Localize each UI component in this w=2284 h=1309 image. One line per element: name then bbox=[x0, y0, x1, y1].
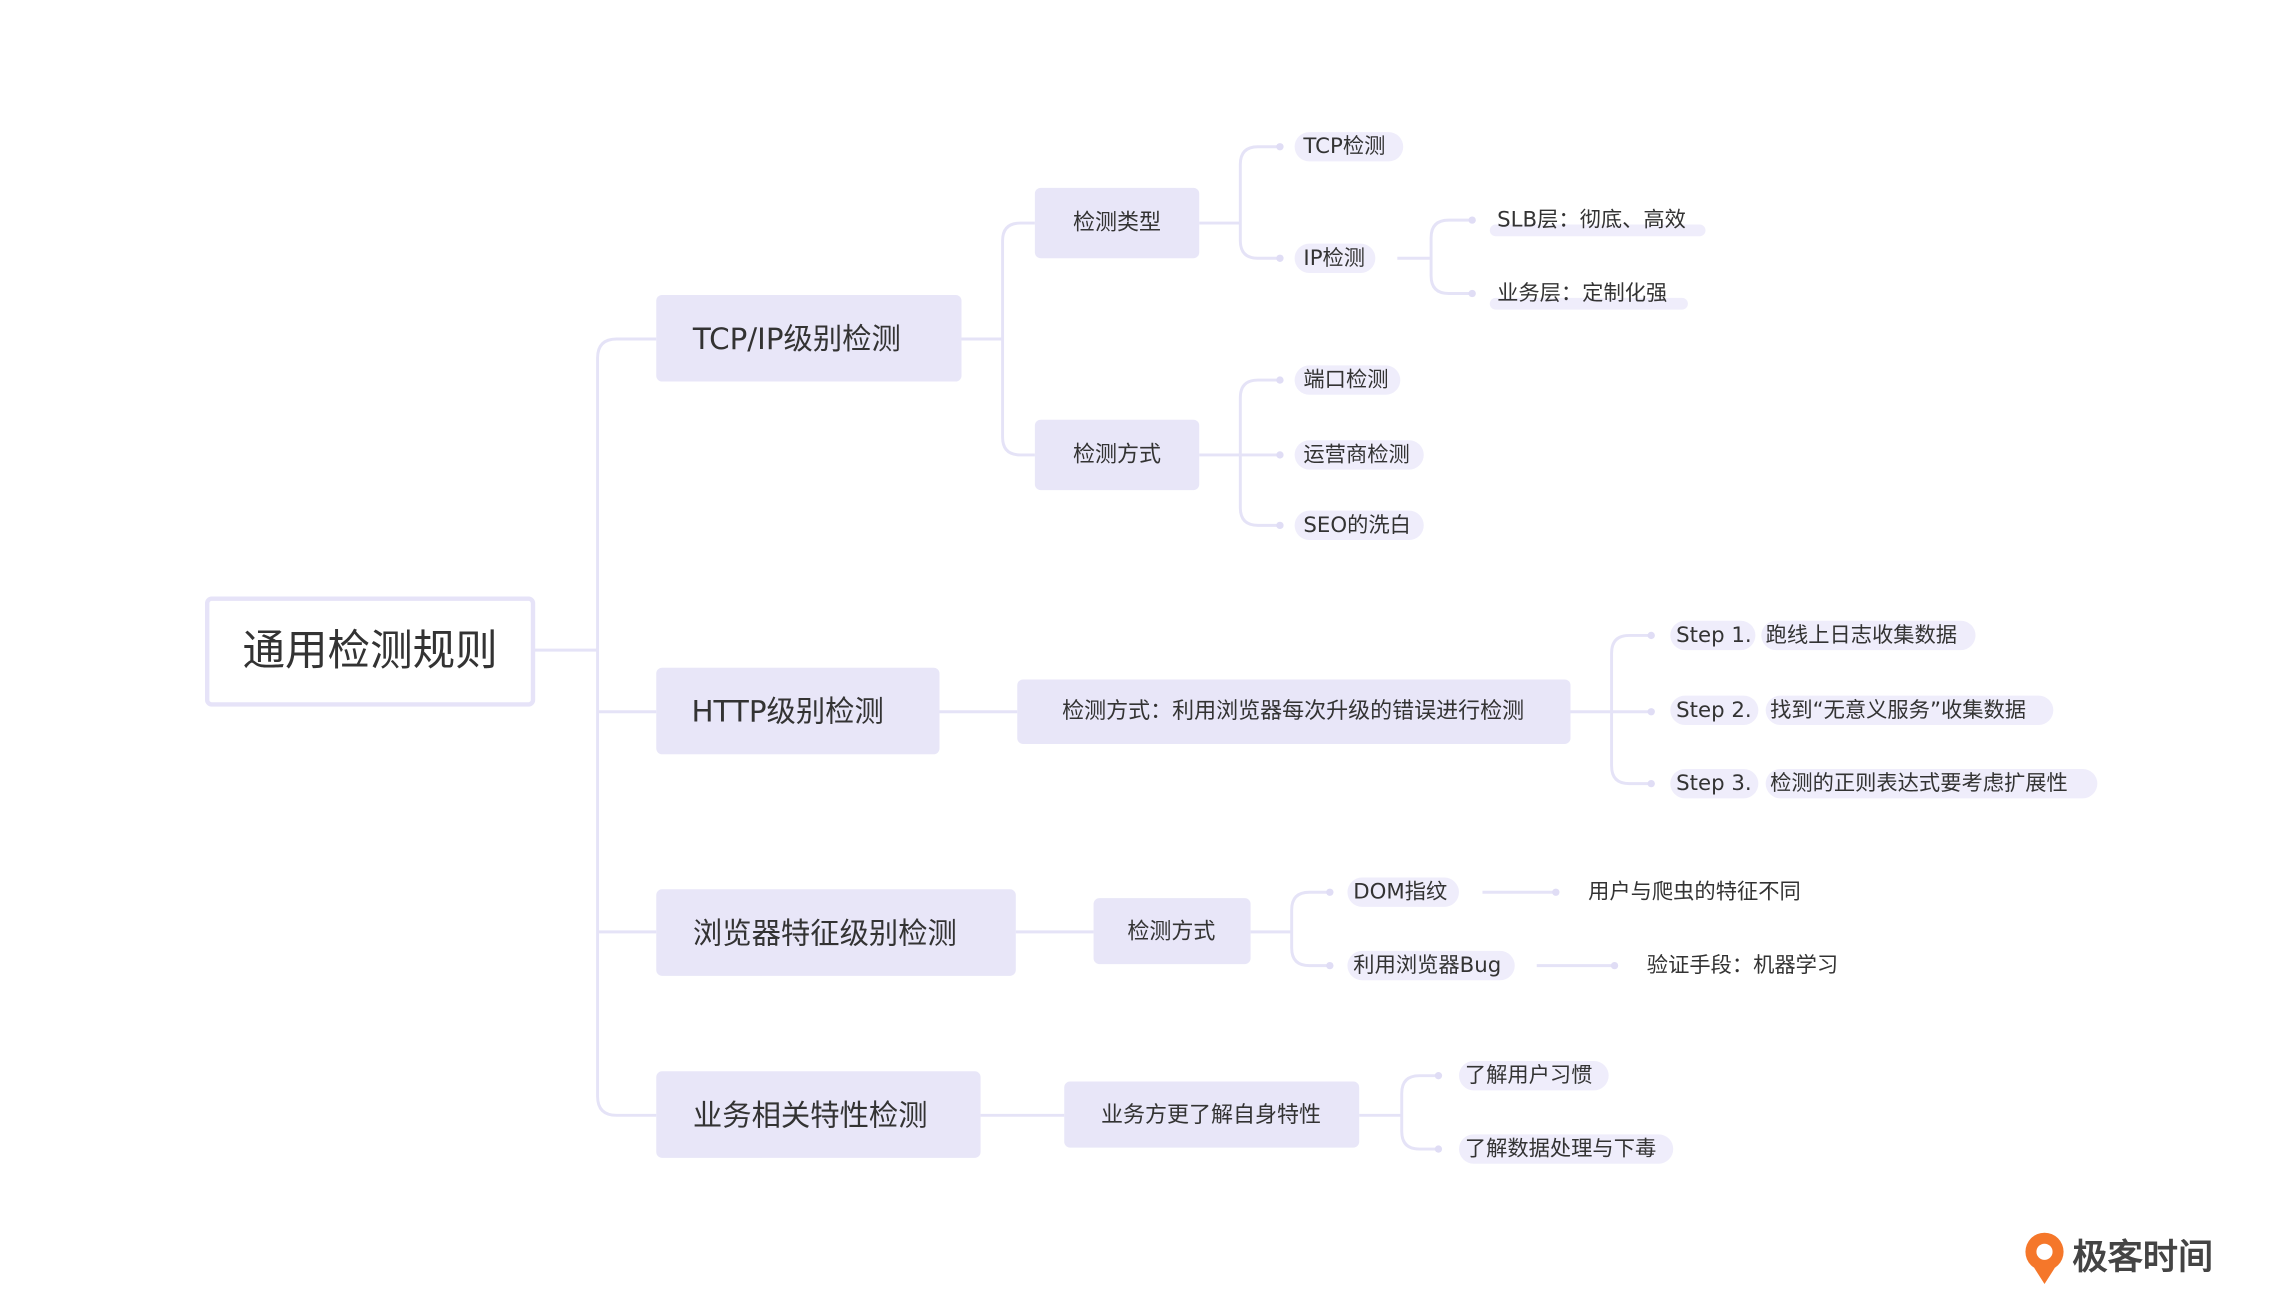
node-tcpip[interactable]: TCP/IP级别检测 bbox=[656, 294, 962, 382]
node-label: 检测类型 bbox=[1073, 211, 1161, 236]
leaf-user-habits[interactable]: 了解用户习惯 bbox=[1458, 1060, 1609, 1091]
leaf-label: TCP检测 bbox=[1302, 134, 1385, 159]
leaf-step-1[interactable]: Step 1. 跑线上日志收集数据 bbox=[1670, 620, 1976, 651]
node-label: 业务相关特性检测 bbox=[693, 1098, 928, 1132]
node-label: 检测方式：利用浏览器每次升级的错误进行检测 bbox=[1062, 699, 1524, 724]
leaf-port[interactable]: 端口检测 bbox=[1294, 365, 1401, 395]
node-label: TCP/IP级别检测 bbox=[692, 322, 901, 356]
root-label: 通用检测规则 bbox=[242, 627, 497, 676]
leaf-data-poison[interactable]: 了解数据处理与下毒 bbox=[1458, 1134, 1674, 1164]
node-label: 检测方式 bbox=[1073, 442, 1161, 467]
leaf-user-vs-crawler[interactable]: 用户与爬虫的特征不同 bbox=[1588, 880, 1801, 905]
leaf-label: SEO的洗白 bbox=[1303, 513, 1410, 538]
leaf-label: 业务层：定制化强 bbox=[1497, 281, 1667, 306]
leaf-tcp[interactable]: TCP检测 bbox=[1294, 132, 1404, 162]
leaf-dom-fingerprint[interactable]: DOM指纹 bbox=[1347, 877, 1459, 907]
step-text: 跑线上日志收集数据 bbox=[1766, 623, 1957, 648]
leaf-ip[interactable]: IP检测 bbox=[1294, 243, 1376, 273]
logo-text: 极客时间 bbox=[2072, 1237, 2213, 1278]
node-label: 业务方更了解自身特性 bbox=[1101, 1103, 1321, 1128]
step-label: Step 1. bbox=[1676, 623, 1751, 648]
leaf-label: 端口检测 bbox=[1303, 368, 1388, 393]
leaf-label: 利用浏览器Bug bbox=[1353, 953, 1501, 978]
leaf-machine-learning[interactable]: 验证手段：机器学习 bbox=[1647, 953, 1838, 978]
connector-dots bbox=[1276, 143, 1655, 1153]
root-node[interactable]: 通用检测规则 bbox=[205, 596, 536, 707]
leaf-label: IP检测 bbox=[1303, 246, 1365, 271]
leaf-seo[interactable]: SEO的洗白 bbox=[1294, 510, 1424, 541]
node-browser-method[interactable]: 检测方式 bbox=[1093, 898, 1251, 965]
node-label: 浏览器特征级别检测 bbox=[693, 916, 957, 950]
leaf-label: 运营商检测 bbox=[1303, 442, 1409, 467]
leaf-carrier[interactable]: 运营商检测 bbox=[1294, 440, 1424, 470]
node-label: HTTP级别检测 bbox=[691, 695, 883, 729]
leaf-label: SLB层：彻底、高效 bbox=[1497, 208, 1686, 233]
leaf-label: 了解数据处理与下毒 bbox=[1465, 1137, 1656, 1162]
connectors bbox=[532, 145, 1652, 1151]
step-text: 找到“无意义服务”收集数据 bbox=[1770, 698, 2026, 723]
step-label: Step 3. bbox=[1676, 771, 1751, 796]
leaf-step-2[interactable]: Step 2. 找到“无意义服务”收集数据 bbox=[1670, 695, 2054, 725]
leaf-label: 了解用户习惯 bbox=[1465, 1063, 1593, 1088]
node-browser[interactable]: 浏览器特征级别检测 bbox=[656, 889, 1016, 976]
step-text: 检测的正则表达式要考虑扩展性 bbox=[1770, 771, 2068, 796]
node-http[interactable]: HTTP级别检测 bbox=[656, 667, 940, 755]
geektime-logo: 极客时间 bbox=[2025, 1232, 2213, 1285]
node-detect-type[interactable]: 检测类型 bbox=[1034, 187, 1200, 259]
step-label: Step 2. bbox=[1676, 698, 1751, 723]
logo-pin-icon bbox=[2025, 1232, 2064, 1285]
leaf-label: DOM指纹 bbox=[1353, 880, 1447, 905]
node-detect-method[interactable]: 检测方式 bbox=[1034, 419, 1200, 491]
leaf-slb[interactable]: SLB层：彻底、高效 bbox=[1489, 208, 1706, 237]
node-business-method[interactable]: 业务方更了解自身特性 bbox=[1064, 1081, 1360, 1148]
leaf-business-layer[interactable]: 业务层：定制化强 bbox=[1489, 281, 1688, 310]
node-business[interactable]: 业务相关特性检测 bbox=[656, 1071, 981, 1158]
leaf-browser-bug[interactable]: 利用浏览器Bug bbox=[1347, 950, 1515, 981]
node-http-method[interactable]: 检测方式：利用浏览器每次升级的错误进行检测 bbox=[1017, 679, 1571, 745]
node-label: 检测方式 bbox=[1127, 919, 1215, 944]
leaf-step-3[interactable]: Step 3. 检测的正则表达式要考虑扩展性 bbox=[1670, 768, 2098, 799]
